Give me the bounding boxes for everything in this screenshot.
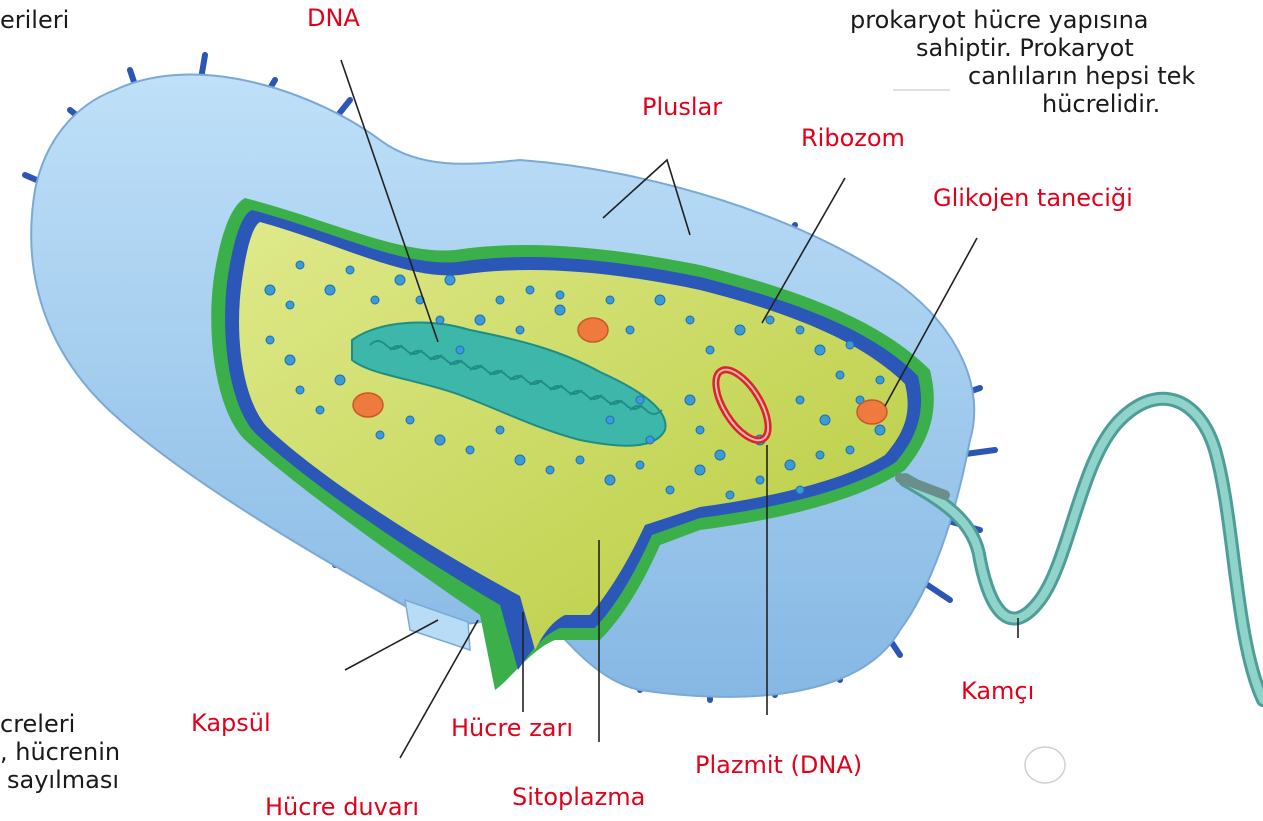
text-top-right: prokaryot hücre yapısına sahiptir. Proka…: [850, 6, 1195, 118]
label-cell-membrane: Hücre zarı: [451, 716, 573, 740]
label-ribosome: Ribozom: [801, 126, 905, 150]
text-top-left: erileri: [0, 6, 69, 34]
capsule-leader: [345, 620, 438, 670]
label-plasmid: Plazmit (DNA): [695, 753, 862, 777]
label-cell-wall: Hücre duvarı: [265, 795, 419, 819]
label-capsule: Kapsül: [191, 711, 271, 735]
label-glycogen: Glikojen taneciği: [933, 186, 1133, 210]
text-top-right-line-4: hücrelidir.: [850, 90, 1195, 118]
label-cytoplasm: Sitoplazma: [512, 785, 645, 809]
label-pili: Pluslar: [642, 95, 722, 119]
text-bottom-left-line-3: sayılması: [0, 766, 120, 794]
text-bottom-left: creleri , hücrenin sayılması: [0, 710, 120, 794]
label-dna: DNA: [307, 6, 360, 30]
text-top-right-line-2: sahiptir. Prokaryot: [850, 34, 1195, 62]
text-top-right-line-3: canlıların hepsi tek: [850, 62, 1195, 90]
faint-circle: [1025, 747, 1065, 783]
label-flagellum: Kamçı: [961, 679, 1034, 703]
text-bottom-left-line-1: creleri: [0, 710, 120, 738]
text-top-right-line-1: prokaryot hücre yapısına: [850, 6, 1195, 34]
text-bottom-left-line-2: , hücrenin: [0, 738, 120, 766]
